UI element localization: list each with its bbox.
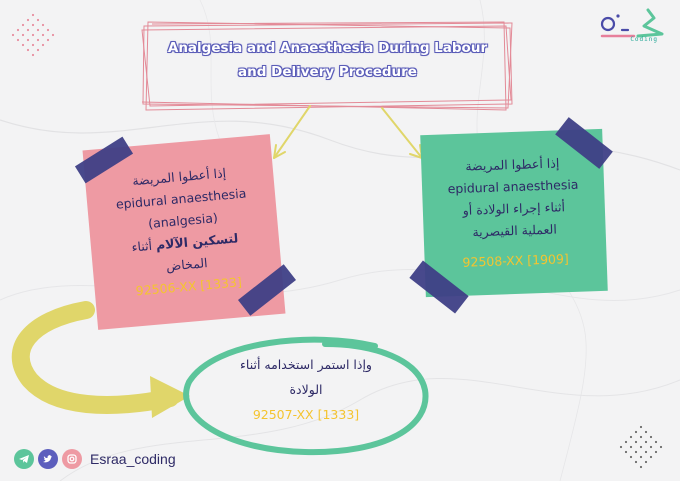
yellow-curved-arrow bbox=[11, 301, 190, 418]
arrow-to-left bbox=[273, 105, 311, 159]
title-line-2: and Delivery Procedure bbox=[238, 64, 417, 80]
bottom-circle: وإذا استمر استخدامه أثناء الولادة 92507-… bbox=[175, 330, 437, 460]
dotted-diamond-decoration bbox=[619, 425, 663, 469]
circle-line-1: وإذا استمر استخدامه أثناء bbox=[240, 357, 372, 372]
arrows-from-title bbox=[273, 105, 423, 159]
sketch-frame bbox=[141, 21, 513, 111]
left-card-line-4-rest: أثناء bbox=[130, 237, 157, 255]
logo-subtitle: Coding bbox=[630, 36, 658, 43]
footer-social: Esraa_coding bbox=[14, 449, 176, 469]
telegram-icon[interactable] bbox=[14, 449, 34, 469]
twitter-icon[interactable] bbox=[38, 449, 58, 469]
page-title: Analgesia and Anaesthesia During Labour … bbox=[140, 36, 515, 84]
title-box: Analgesia and Anaesthesia During Labour … bbox=[140, 20, 515, 112]
instagram-icon[interactable] bbox=[62, 449, 82, 469]
circle-line-2: الولادة bbox=[289, 382, 323, 397]
social-handle: Esraa_coding bbox=[90, 451, 176, 467]
circle-code: 92507-XX [1333] bbox=[252, 407, 360, 422]
right-card-code: 92508-XX [1909] bbox=[462, 251, 570, 270]
left-card-line-4-bold: لتسكين الآلام bbox=[155, 230, 239, 253]
logo bbox=[600, 8, 664, 38]
right-card-line-4: العملية القيصرية bbox=[472, 221, 558, 240]
title-line-1: Analgesia and Anaesthesia During Labour bbox=[167, 40, 488, 56]
hand-drawn-ellipse bbox=[183, 336, 429, 456]
arrow-to-right bbox=[381, 107, 423, 159]
dotted-diamond-decoration bbox=[11, 13, 55, 57]
